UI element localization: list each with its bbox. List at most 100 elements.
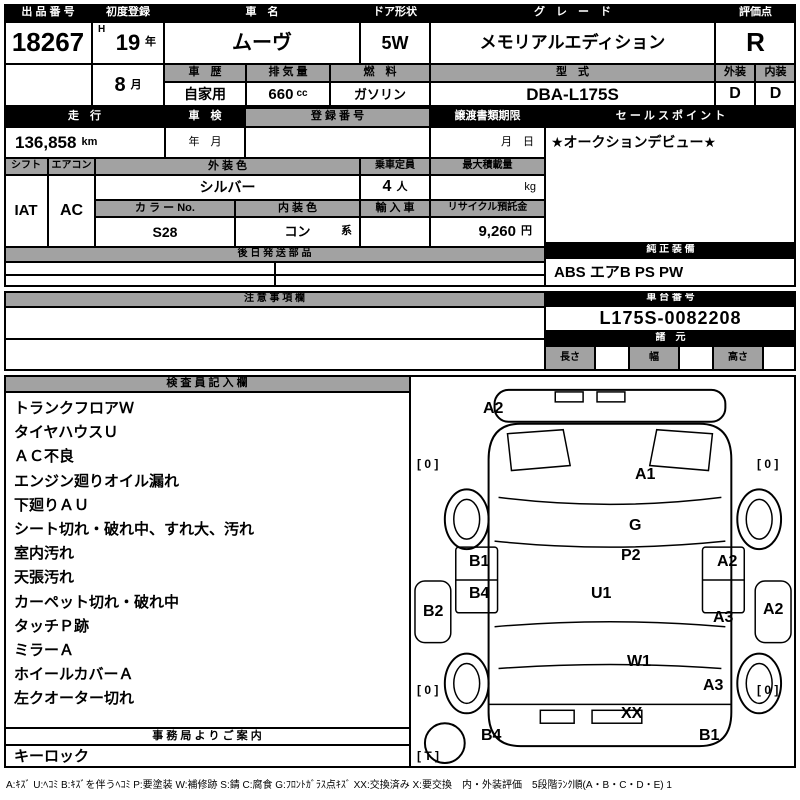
car-name-label: 車 名: [164, 4, 360, 22]
diagram-label-0: [ 0 ]: [417, 683, 439, 697]
max-load-label: 最大積載量: [430, 158, 545, 175]
diagram-label-A3: A3: [703, 677, 724, 694]
office-info-item: キーロック: [14, 748, 90, 765]
transfer-deadline-label: 譲渡書類期限: [430, 107, 545, 127]
inspector-note-item: 下廻りＡＵ: [14, 496, 90, 514]
auction-number-spare-cell: [4, 64, 92, 107]
diagram-label-A2: A2: [763, 601, 784, 618]
caution-notes-area: [4, 339, 545, 371]
diagram-label-B1: B1: [469, 553, 490, 570]
chassis-number-value: L175S-0082208: [545, 306, 796, 331]
inspector-note-item: トランクフロアＷ: [14, 400, 135, 417]
first-registration-label: 初度登録: [92, 4, 164, 22]
diagram-label-U1: U1: [591, 585, 612, 602]
diagram-label-G: G: [629, 517, 642, 534]
spec-width-label: 幅: [629, 346, 679, 371]
spec-length-value: [595, 346, 629, 371]
later-parts-label: 後 日 発 送 部 品: [4, 247, 545, 262]
max-load-unit: kg: [524, 180, 536, 193]
fuel-value: ガソリン: [330, 82, 430, 107]
inspector-note-item: タッチＰ跡: [14, 617, 90, 635]
equipment-value: ABS エアB PS PW: [545, 258, 796, 287]
capacity-value: 4 人: [360, 175, 430, 200]
inspector-note-item: 左クオーター切れ: [14, 690, 135, 708]
inspector-note-item: ミラーＡ: [14, 642, 75, 660]
year-suffix: 年: [145, 36, 156, 49]
interior-score-value: D: [755, 82, 796, 107]
grade-value: メモリアルエディション: [430, 22, 715, 64]
first-registration-year-cell: H 19 年: [92, 22, 164, 64]
exterior-color-value: シルバー: [95, 175, 360, 200]
auction-number-value: 18267: [4, 22, 92, 64]
auction-number-label: 出 品 番 号: [4, 4, 92, 22]
recycle-deposit-number: 9,260: [478, 223, 516, 241]
specs-label: 諸 元: [545, 331, 796, 346]
recycle-deposit-value: 9,260 円: [430, 217, 545, 247]
diagram-label-XX: XX: [621, 705, 643, 722]
inspector-note-item: 天張汚れ: [14, 569, 75, 587]
diagram-label-B2: B2: [423, 603, 444, 620]
diagram-label-A2: A2: [483, 400, 504, 417]
door-shape-value: 5W: [360, 22, 430, 64]
grade-label: グ レ ー ド: [430, 4, 715, 22]
era-mark: H: [98, 24, 106, 35]
diagram-label-A1: A1: [635, 466, 656, 483]
caution-notes-area: [4, 307, 545, 339]
diagram-label-T: [ T ]: [417, 749, 439, 763]
model-code-label: 型 式: [430, 64, 715, 82]
inspector-note-item: タイヤハウスＵ: [14, 424, 119, 442]
capacity-number: 4: [382, 178, 392, 196]
diagram-label-A3: A3: [713, 609, 734, 626]
mileage-number: 136,858: [15, 132, 77, 152]
diagram-label-B1: B1: [699, 727, 720, 744]
model-code-value: DBA-L175S: [430, 82, 715, 107]
registration-number-label: 登 録 番 号: [245, 107, 430, 127]
transfer-deadline-value: 月 日: [430, 127, 545, 158]
diagram-label-A2: A2: [717, 553, 738, 570]
fuel-label: 燃 料: [330, 64, 430, 82]
mileage-value: 136,858 km: [4, 127, 165, 158]
office-info-list: キーロック: [4, 745, 410, 768]
max-load-value: kg: [430, 175, 545, 200]
interior-color-value: コン 系: [235, 217, 360, 247]
capacity-unit: 人: [396, 180, 408, 193]
first-registration-month-cell: 8 月: [92, 64, 164, 107]
later-parts-cell: [4, 275, 275, 287]
exterior-color-label: 外 装 色: [95, 158, 360, 175]
spec-width-value: [679, 346, 713, 371]
displacement-unit: cc: [296, 88, 308, 100]
color-number-value: S28: [95, 217, 235, 247]
equipment-label: 純 正 装 備: [545, 243, 796, 258]
later-parts-cell: [275, 275, 545, 287]
mileage-unit: km: [81, 135, 98, 148]
car-name-value: ムーヴ: [164, 22, 360, 64]
first-reg-month-value: 8: [114, 74, 126, 96]
later-parts-cell: [4, 262, 275, 275]
diagram-label-0: [ 0 ]: [757, 457, 779, 471]
shift-value: IAT: [4, 175, 48, 247]
recycle-deposit-label: リサイクル預託金: [430, 200, 545, 217]
interior-color-label: 内 装 色: [235, 200, 360, 217]
inspector-note-item: カーペット切れ・破れ中: [14, 593, 180, 611]
score-label: 評価点: [715, 4, 796, 22]
later-parts-cell: [275, 262, 545, 275]
inspection-value: 年 月: [165, 127, 245, 158]
month-suffix: 月: [130, 78, 142, 91]
inspector-note-item: ＡＣ不良: [14, 448, 75, 466]
displacement-number: 660: [268, 85, 294, 103]
shift-label: シフト: [4, 158, 48, 175]
exterior-score-value: D: [715, 82, 755, 107]
diagram-label-P2: P2: [621, 547, 641, 564]
spec-height-value: [763, 346, 796, 371]
spec-height-label: 高さ: [713, 346, 763, 371]
inspector-notes-label: 検 査 員 記 入 欄: [4, 375, 410, 392]
mileage-label: 走 行: [4, 107, 165, 127]
displacement-label: 排 気 量: [246, 64, 330, 82]
diagram-label-0: [ 0 ]: [757, 683, 779, 697]
chassis-number-label: 車 台 番 号: [545, 291, 796, 306]
caution-notes-label: 注 意 事 項 欄: [4, 291, 545, 307]
inspector-note-item: ホイールカバーＡ: [14, 666, 134, 684]
diagram-label-B4: B4: [481, 727, 502, 744]
